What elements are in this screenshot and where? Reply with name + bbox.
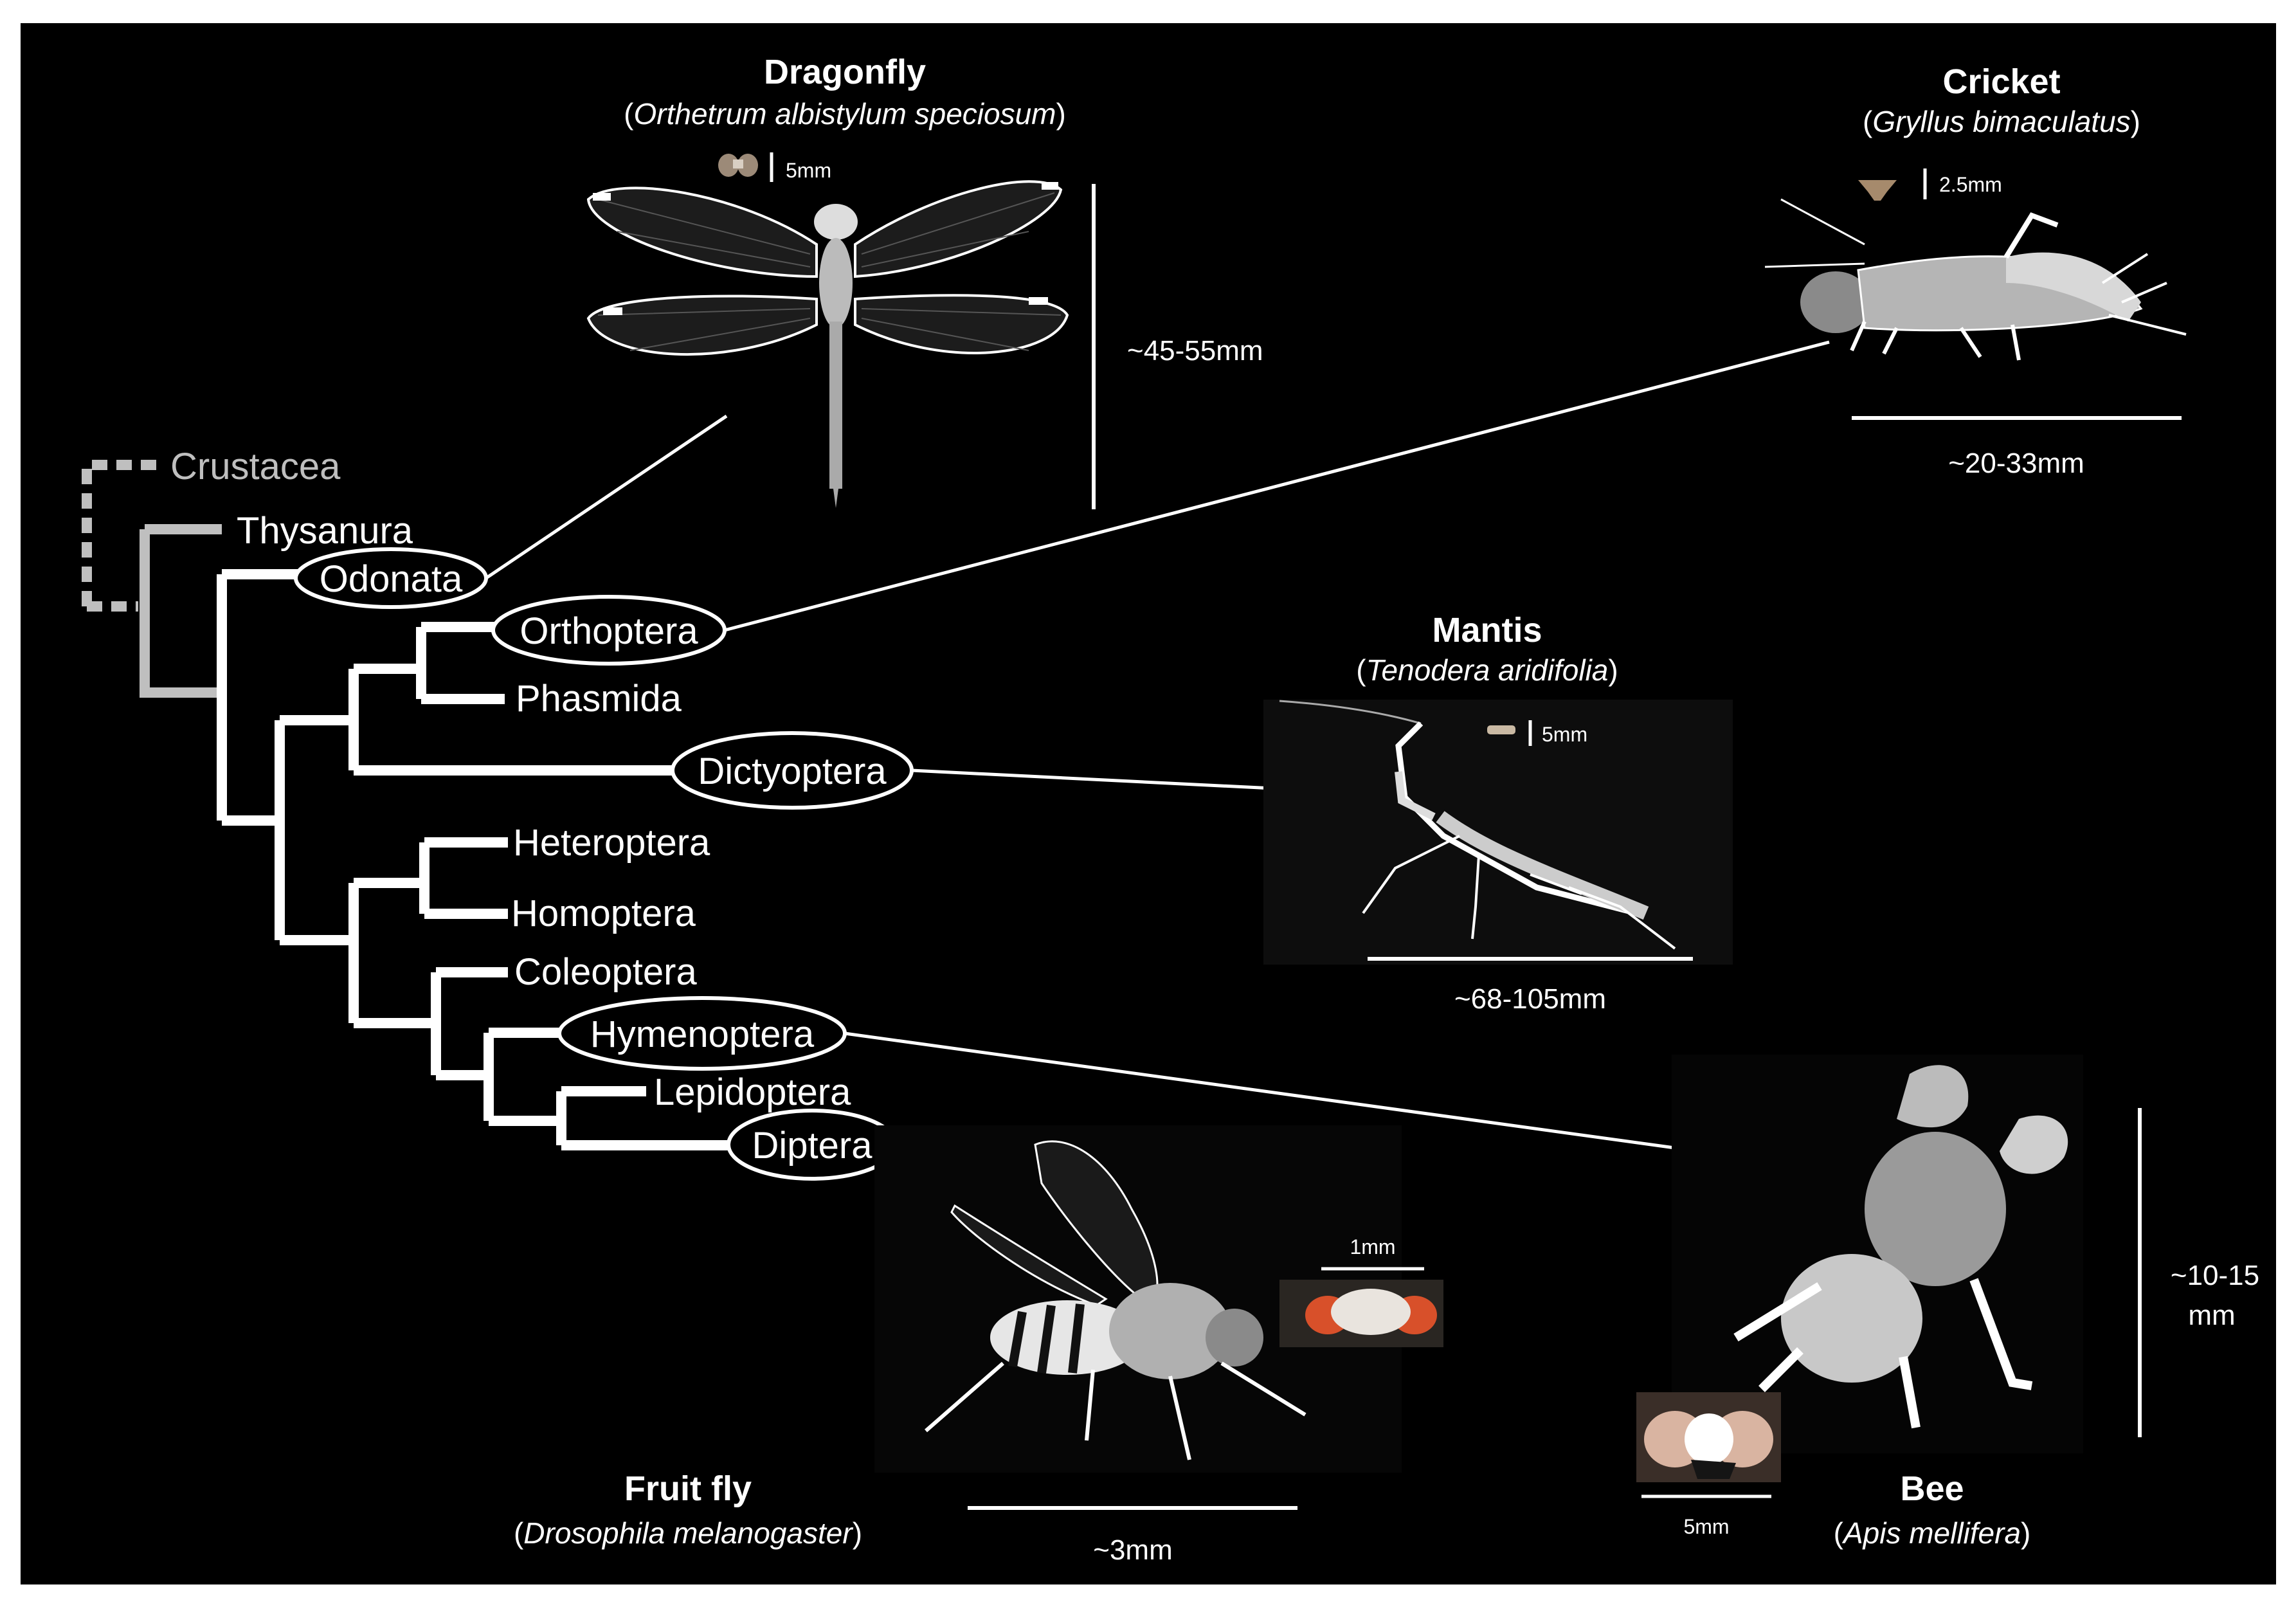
taxon-labels: Crustacea Thysanura Odonata Orthoptera P… bbox=[170, 446, 887, 1167]
fruitfly-size-label: ~3mm bbox=[1093, 1534, 1172, 1566]
taxon-diptera: Diptera bbox=[752, 1125, 873, 1167]
fruitfly-group: 1mm Fruit fly (Drosophila melanogaster) … bbox=[514, 1125, 1443, 1566]
cricket-title: Cricket bbox=[1942, 62, 2060, 101]
outgroup-dotted-branch bbox=[82, 460, 158, 612]
dragonfly-photo bbox=[586, 180, 1069, 508]
taxon-lepidoptera: Lepidoptera bbox=[654, 1071, 851, 1113]
bee-latin: (Apis mellifera) bbox=[1834, 1516, 2031, 1550]
taxon-coleoptera: Coleoptera bbox=[514, 951, 697, 993]
cricket-latin: (Gryllus bimaculatus) bbox=[1863, 105, 2140, 138]
taxon-odonata: Odonata bbox=[320, 558, 463, 600]
taxon-thysanura: Thysanura bbox=[237, 510, 413, 552]
bee-photo bbox=[1733, 1065, 2068, 1429]
cricket-photo bbox=[1764, 198, 2187, 361]
insect-branches bbox=[217, 569, 733, 1150]
bee-group: ~10-15 mm 5mm Bee (Apis mellifera) bbox=[1636, 1055, 2259, 1550]
connector-odonata-dragonfly bbox=[485, 414, 728, 580]
mantis-photo bbox=[1279, 700, 1676, 950]
bee-brain-thumbnail bbox=[1636, 1392, 1781, 1482]
bee-size-label-line1: ~10-15 bbox=[2171, 1260, 2259, 1291]
dragonfly-brain-thumbnail bbox=[718, 154, 758, 177]
dragonfly-latin: (Orthetrum albistylum speciosum) bbox=[624, 97, 1066, 131]
cricket-brain-thumbnail bbox=[1858, 180, 1897, 201]
fruitfly-brain-scale-label: 1mm bbox=[1350, 1235, 1395, 1258]
mantis-title: Mantis bbox=[1432, 611, 1542, 649]
bee-size-label-line2: mm bbox=[2188, 1300, 2235, 1331]
bee-title: Bee bbox=[1900, 1469, 1964, 1508]
connector-hymenoptera-bee bbox=[844, 1031, 1759, 1161]
connector-orthoptera-cricket bbox=[724, 340, 1830, 632]
fruitfly-title: Fruit fly bbox=[624, 1469, 752, 1508]
mantis-group: Mantis (Tenodera aridifolia) 5mm ~68-105… bbox=[1263, 611, 1733, 1015]
taxon-orthoptera: Orthoptera bbox=[520, 610, 698, 652]
taxon-crustacea: Crustacea bbox=[170, 446, 341, 487]
taxon-hymenoptera: Hymenoptera bbox=[590, 1013, 815, 1055]
thysanura-branch bbox=[140, 524, 222, 698]
taxon-dictyoptera: Dictyoptera bbox=[698, 750, 887, 792]
mantis-photo-background bbox=[1263, 700, 1733, 965]
dragonfly-group: Dragonfly (Orthetrum albistylum speciosu… bbox=[586, 53, 1263, 509]
dragonfly-title: Dragonfly bbox=[764, 53, 926, 91]
fruitfly-brain-thumbnail bbox=[1279, 1280, 1443, 1347]
taxon-homoptera: Homoptera bbox=[511, 893, 696, 934]
fruitfly-latin: (Drosophila melanogaster) bbox=[514, 1516, 862, 1550]
mantis-size-label: ~68-105mm bbox=[1454, 983, 1606, 1015]
taxon-heteroptera: Heteroptera bbox=[513, 822, 710, 864]
cricket-brain-scale-label: 2.5mm bbox=[1939, 173, 2002, 196]
taxon-phasmida: Phasmida bbox=[516, 678, 682, 720]
mantis-brain-scale-label: 5mm bbox=[1542, 723, 1587, 746]
fruitfly-photo bbox=[925, 1140, 1306, 1460]
dragonfly-brain-scale-label: 5mm bbox=[786, 159, 831, 182]
dragonfly-size-label: ~45-55mm bbox=[1127, 335, 1263, 367]
bee-brain-scale-label: 5mm bbox=[1683, 1515, 1729, 1538]
mantis-brain-thumbnail bbox=[1487, 725, 1515, 734]
cricket-size-label: ~20-33mm bbox=[1948, 448, 2084, 479]
cricket-group: Cricket (Gryllus bimaculatus) 2.5mm ~20-… bbox=[1764, 62, 2187, 479]
mantis-latin: (Tenodera aridifolia) bbox=[1356, 653, 1618, 687]
